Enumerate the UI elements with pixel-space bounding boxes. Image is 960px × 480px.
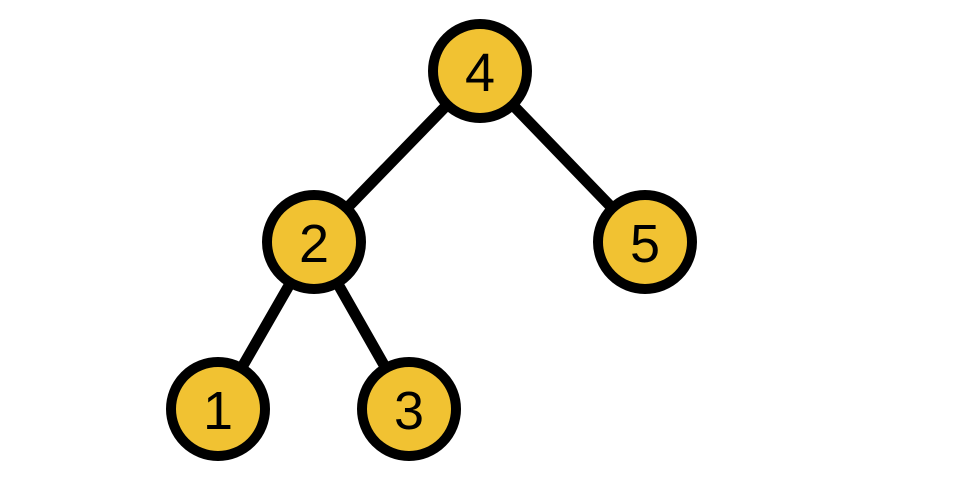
node-circle <box>428 19 532 123</box>
tree-node-2: 2 <box>262 190 366 294</box>
tree-node-3: 3 <box>357 357 461 461</box>
tree-node-5: 5 <box>593 190 697 294</box>
node-label: 5 <box>630 214 660 274</box>
node-circle <box>166 357 270 461</box>
node-label: 3 <box>394 381 424 441</box>
tree-node-4: 4 <box>428 19 532 123</box>
node-circle <box>593 190 697 294</box>
nodes-layer: 4 2 5 1 3 <box>166 19 697 461</box>
node-circle <box>357 357 461 461</box>
node-label: 2 <box>299 214 329 274</box>
node-label: 1 <box>203 381 233 441</box>
node-circle <box>262 190 366 294</box>
tree-node-1: 1 <box>166 357 270 461</box>
node-label: 4 <box>465 43 495 103</box>
